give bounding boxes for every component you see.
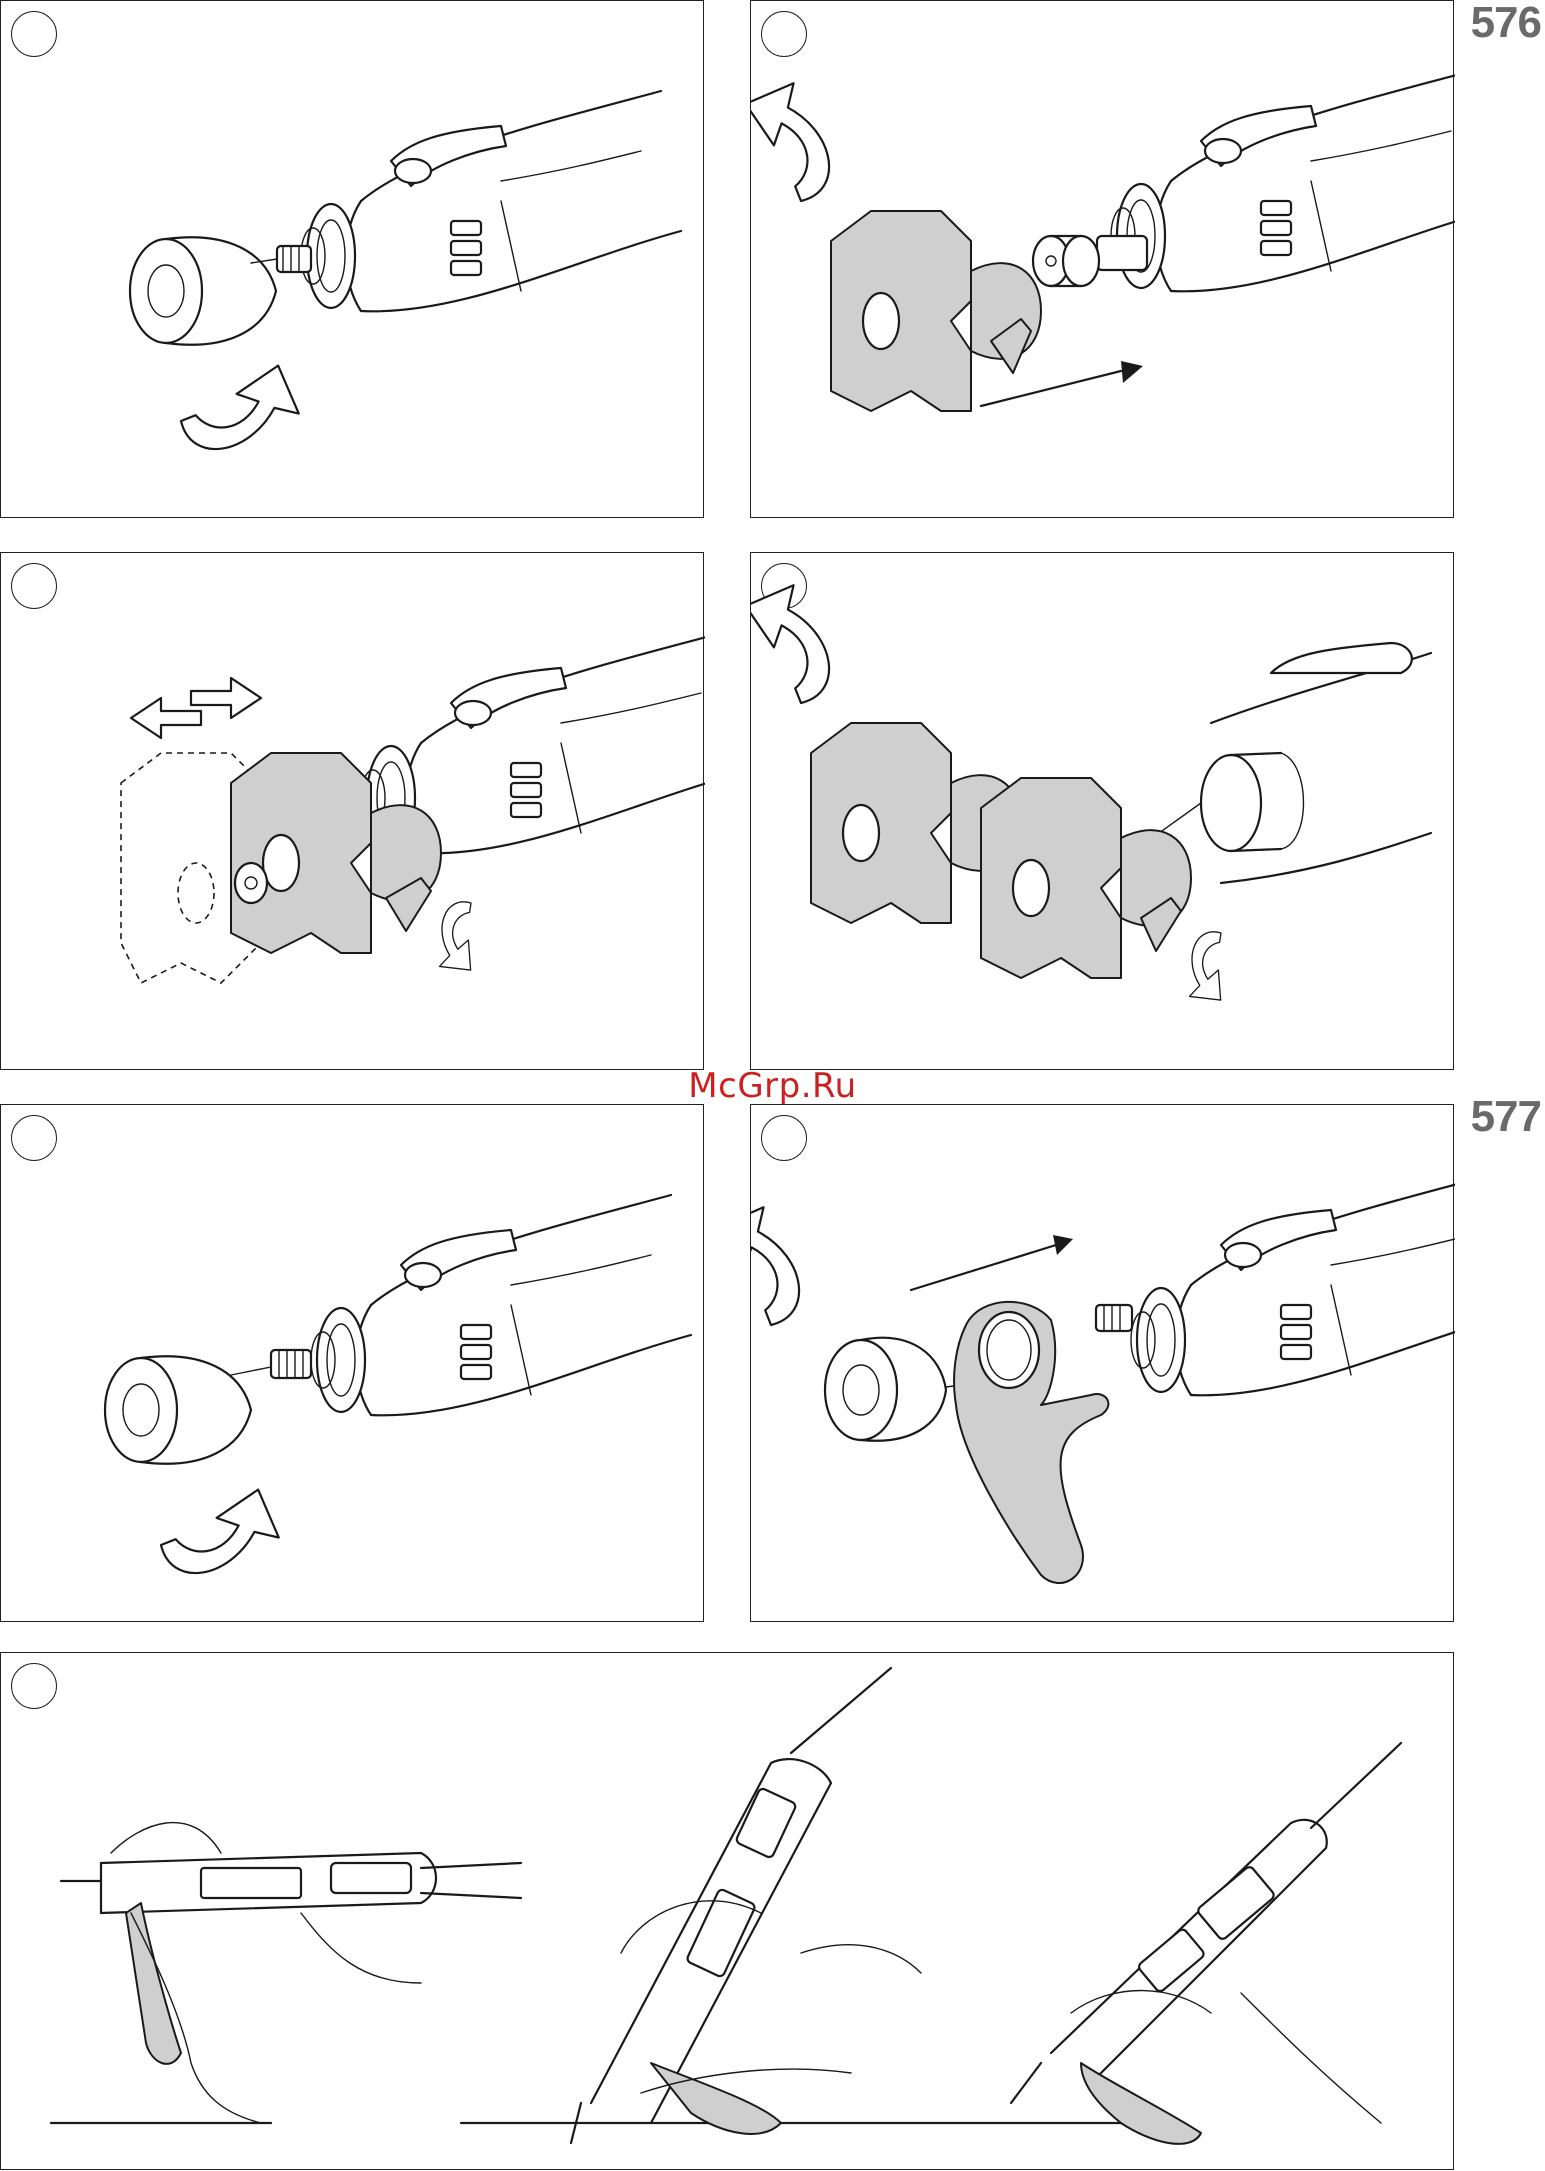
swap-guide-icon bbox=[751, 553, 1455, 1071]
panel-5 bbox=[0, 1104, 704, 1622]
panel-6 bbox=[750, 1104, 1454, 1622]
panel-2 bbox=[750, 0, 1454, 518]
watermark: McGrp.Ru bbox=[0, 1066, 1545, 1106]
unscrew-cap-icon bbox=[1, 1105, 705, 1623]
page-number-576: 576 bbox=[1471, 0, 1541, 48]
attach-guide-icon bbox=[751, 1, 1455, 519]
panel-3 bbox=[0, 552, 704, 1070]
grip-positions-icon bbox=[1, 1653, 1455, 2171]
panel-4 bbox=[750, 552, 1454, 1070]
panel-7 bbox=[0, 1652, 1454, 2170]
unscrew-cap-icon bbox=[1, 1, 705, 519]
panel-1 bbox=[0, 0, 704, 518]
adjust-guide-icon bbox=[1, 553, 705, 1071]
attach-handle-icon bbox=[751, 1105, 1455, 1623]
